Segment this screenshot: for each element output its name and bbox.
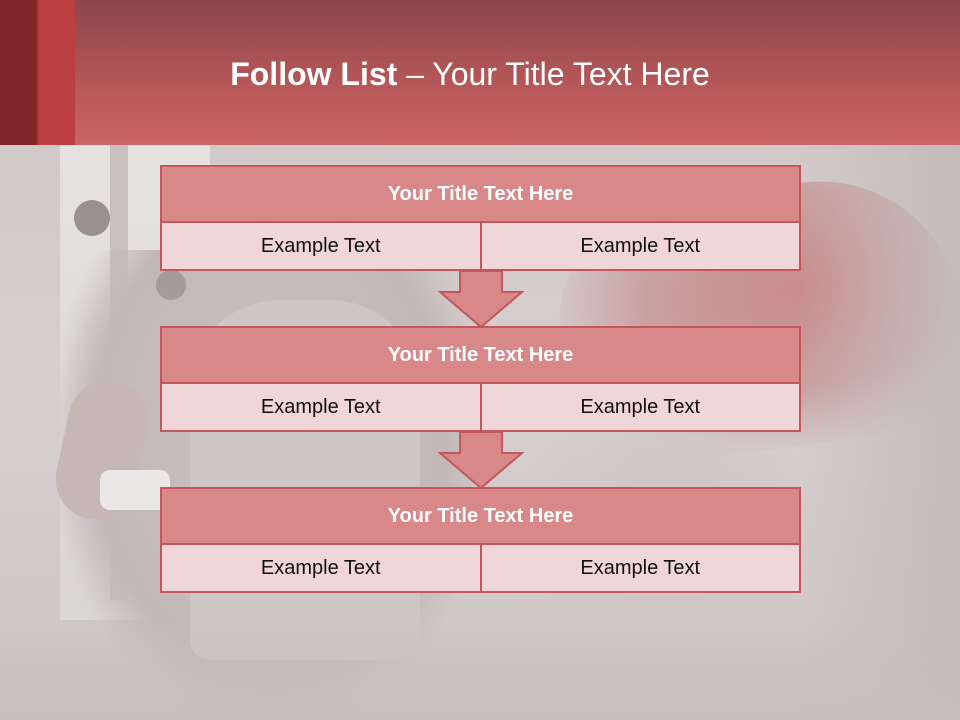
- background-floor: [0, 620, 960, 720]
- down-arrow-icon: [438, 270, 524, 328]
- slide-title-bold: Follow List: [230, 56, 398, 92]
- flow-block-row: Example Text Example Text: [162, 545, 799, 591]
- flow-block-cell-right: Example Text: [479, 223, 800, 269]
- flow-block-title: Your Title Text Here: [162, 489, 799, 545]
- flow-block-cell-left: Example Text: [260, 556, 381, 579]
- flow-block-title: Your Title Text Here: [162, 167, 799, 223]
- flow-block-row: Example Text Example Text: [162, 384, 799, 430]
- flow-block-cell-left: Example Text: [260, 395, 381, 418]
- flow-block-cell-right: Example Text: [479, 545, 800, 591]
- slide-title-rest: Your Title Text Here: [432, 56, 710, 92]
- flow-block-3: Your Title Text Here Example Text Exampl…: [160, 487, 801, 593]
- background-hanging-bag: [74, 200, 110, 236]
- background-hanging-bag: [156, 270, 186, 300]
- flow-block-1: Your Title Text Here Example Text Exampl…: [160, 165, 801, 271]
- slide-title: Follow List – Your Title Text Here: [0, 56, 940, 93]
- flow-block-2: Your Title Text Here Example Text Exampl…: [160, 326, 801, 432]
- flow-block-cell-right: Example Text: [479, 384, 800, 430]
- down-arrow-icon: [438, 431, 524, 489]
- title-bar-accent: [0, 0, 75, 145]
- flow-block-title: Your Title Text Here: [162, 328, 799, 384]
- flow-block-row: Example Text Example Text: [162, 223, 799, 269]
- title-bar: Follow List – Your Title Text Here: [0, 0, 960, 145]
- slide-title-separator: –: [397, 56, 433, 92]
- flow-block-cell-left: Example Text: [260, 234, 381, 257]
- background-glove: [100, 470, 170, 510]
